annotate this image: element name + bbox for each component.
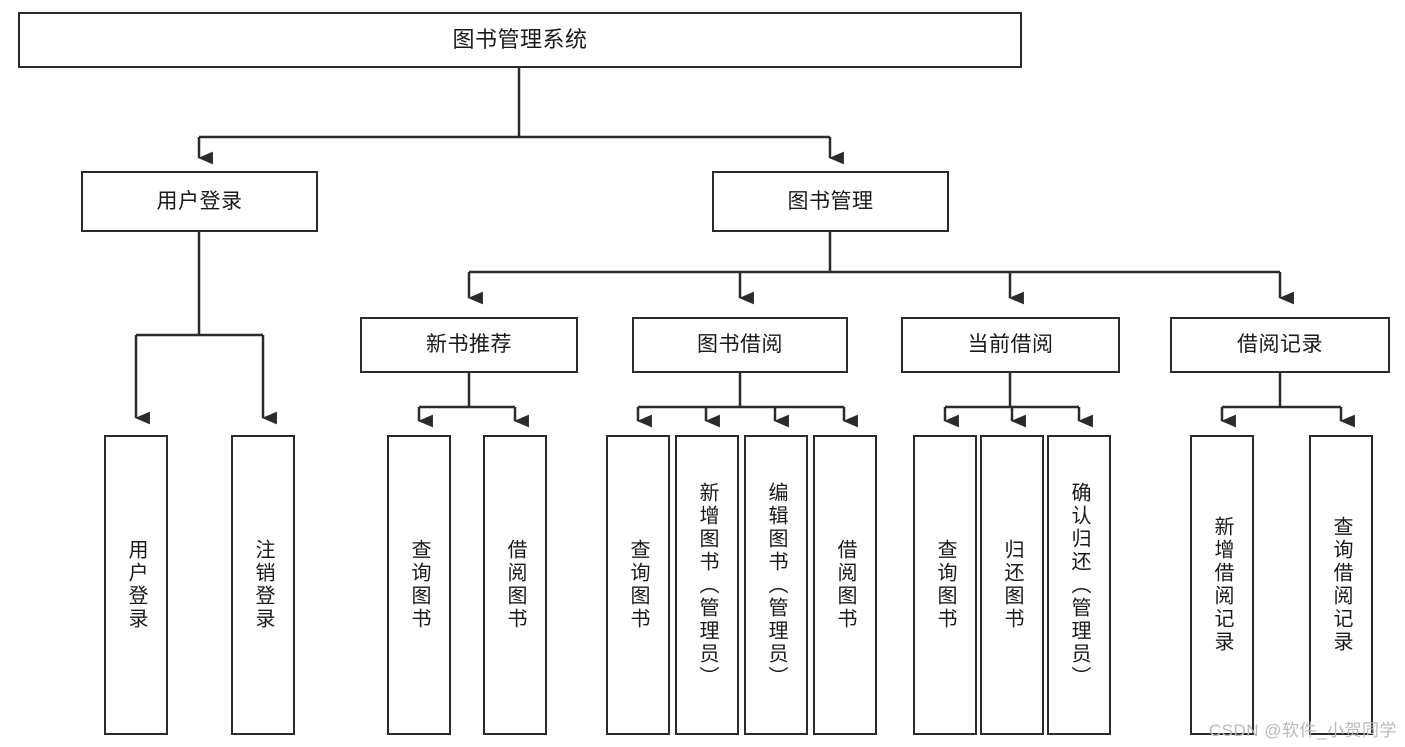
- node-leaf-borrow-book-1-label: 借阅图书: [504, 539, 526, 631]
- node-leaf-confirm-return-label: 确认归还（管理员）: [1068, 481, 1090, 689]
- node-current-borrow[interactable]: 当前借阅: [901, 317, 1120, 373]
- node-leaf-query-book-1-label: 查询图书: [408, 539, 430, 631]
- node-leaf-borrow-book-1[interactable]: 借阅图书: [483, 435, 547, 735]
- node-root-label: 图书管理系统: [452, 26, 588, 52]
- node-borrow-record[interactable]: 借阅记录: [1170, 317, 1390, 373]
- node-new-book-rec-label: 新书推荐: [426, 333, 512, 357]
- node-current-borrow-label: 当前借阅: [967, 333, 1054, 357]
- node-book-manage-label: 图书管理: [787, 189, 874, 213]
- node-leaf-query-book-2-label: 查询图书: [627, 539, 649, 631]
- csdn-watermark: CSDN @软件_小贺同学: [1208, 721, 1397, 740]
- node-leaf-logout-label: 注销登录: [252, 539, 274, 631]
- node-book-manage[interactable]: 图书管理: [712, 171, 949, 232]
- node-leaf-add-record[interactable]: 新增借阅记录: [1190, 435, 1254, 735]
- node-leaf-edit-book[interactable]: 编辑图书（管理员）: [744, 435, 808, 735]
- node-leaf-add-book-label: 新增图书（管理员）: [696, 481, 718, 689]
- node-leaf-query-book-3[interactable]: 查询图书: [913, 435, 977, 735]
- node-new-book-rec[interactable]: 新书推荐: [360, 317, 578, 373]
- node-root[interactable]: 图书管理系统: [18, 12, 1022, 68]
- node-leaf-query-book-2[interactable]: 查询图书: [606, 435, 670, 735]
- node-leaf-query-record[interactable]: 查询借阅记录: [1309, 435, 1373, 735]
- node-leaf-logout[interactable]: 注销登录: [231, 435, 295, 735]
- node-book-borrow[interactable]: 图书借阅: [632, 317, 848, 373]
- node-leaf-return-book-label: 归还图书: [1001, 539, 1023, 631]
- node-leaf-add-book[interactable]: 新增图书（管理员）: [675, 435, 739, 735]
- node-leaf-user-login-label: 用户登录: [125, 539, 147, 631]
- node-borrow-record-label: 借阅记录: [1237, 333, 1323, 357]
- node-leaf-borrow-book-2[interactable]: 借阅图书: [813, 435, 877, 735]
- node-book-borrow-label: 图书借阅: [697, 333, 783, 357]
- node-leaf-edit-book-label: 编辑图书（管理员）: [765, 481, 787, 689]
- node-leaf-query-record-label: 查询借阅记录: [1330, 516, 1352, 654]
- node-leaf-borrow-book-2-label: 借阅图书: [834, 539, 856, 631]
- node-leaf-query-book-3-label: 查询图书: [934, 539, 956, 631]
- node-leaf-return-book[interactable]: 归还图书: [980, 435, 1044, 735]
- node-user-login-label: 用户登录: [156, 189, 243, 213]
- node-leaf-query-book-1[interactable]: 查询图书: [387, 435, 451, 735]
- node-leaf-add-record-label: 新增借阅记录: [1211, 516, 1233, 654]
- node-leaf-confirm-return[interactable]: 确认归还（管理员）: [1047, 435, 1111, 735]
- node-user-login[interactable]: 用户登录: [81, 171, 318, 232]
- node-leaf-user-login[interactable]: 用户登录: [104, 435, 168, 735]
